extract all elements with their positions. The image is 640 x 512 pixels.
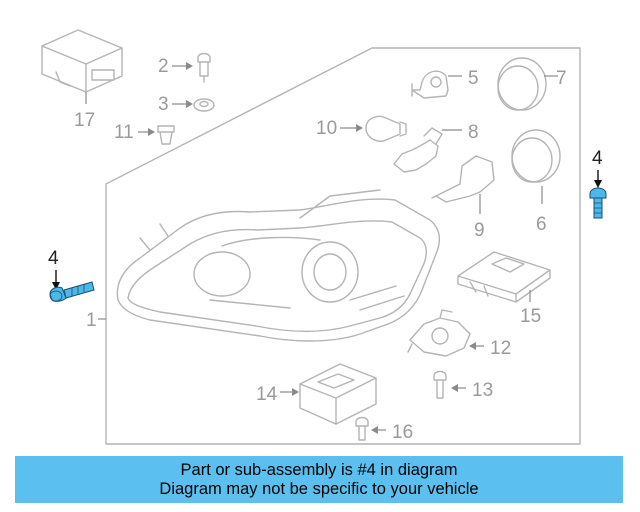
callout-10: 10 <box>316 118 337 139</box>
socket-housing-12-icon <box>407 309 471 357</box>
info-banner: Part or sub-assembly is #4 in diagram Di… <box>15 456 623 503</box>
clip-11-icon <box>157 125 175 145</box>
ballast-14-icon <box>299 363 377 425</box>
callout-1: 1 <box>86 310 97 331</box>
screw-13-icon <box>433 370 447 399</box>
callout-11: 11 <box>114 122 134 143</box>
headlamp-assembly-icon <box>116 189 441 342</box>
banner-line-1: Part or sub-assembly is #4 in diagram <box>180 461 458 479</box>
screw-2-icon <box>197 52 211 83</box>
bolt-4-right-icon[interactable] <box>589 187 607 219</box>
bulb-10-icon <box>365 115 407 142</box>
callout-16: 16 <box>392 422 413 443</box>
callout-3: 3 <box>158 94 169 115</box>
callout-13: 13 <box>472 380 493 401</box>
cap-7-icon <box>497 57 547 111</box>
callout-9: 9 <box>474 220 485 241</box>
callout-5: 5 <box>468 68 479 89</box>
callout-6: 6 <box>536 214 547 235</box>
callout-17: 17 <box>74 110 95 131</box>
screw-16-icon <box>355 416 369 441</box>
bulb-9-icon <box>431 155 495 203</box>
parts-diagram: 17 2 3 11 10 5 8 9 <box>41 29 607 445</box>
socket-5-icon <box>411 70 449 99</box>
callout-2: 2 <box>158 56 169 77</box>
control-module-17-icon <box>41 29 123 93</box>
callout-7: 7 <box>556 68 567 89</box>
callout-12: 12 <box>490 338 511 359</box>
callout-4-left: 4 <box>48 248 59 269</box>
callout-4-right: 4 <box>592 148 603 169</box>
cap-6-icon <box>511 129 561 183</box>
assembly-panel-outline <box>105 47 581 445</box>
bolt-4-left-icon[interactable] <box>49 281 95 302</box>
callout-15: 15 <box>520 306 541 327</box>
washer-3-icon <box>193 98 215 112</box>
callout-8: 8 <box>468 122 479 143</box>
callout-14: 14 <box>256 384 278 405</box>
banner-line-2: Diagram may not be specific to your vehi… <box>159 480 479 498</box>
bulb-8-icon <box>393 127 443 173</box>
module-15-icon <box>457 251 551 303</box>
